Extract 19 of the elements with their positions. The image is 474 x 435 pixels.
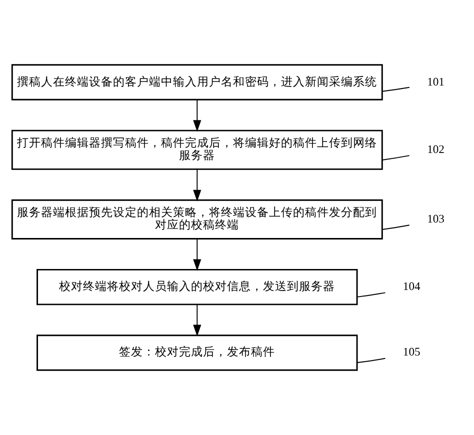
arrow: [193, 238, 202, 271]
node-box: 签发：校对完成后，发布稿件: [36, 334, 358, 371]
arrow: [193, 168, 202, 202]
node-box: 校对终端将校对人员输入的校对信息，发送到服务器: [36, 268, 358, 306]
node-box: 撰稿人在终端设备的客户端中输入用户名和密码，进入新闻采编系统: [11, 64, 383, 100]
node-text: 102: [427, 142, 444, 156]
node-text: 104: [402, 280, 420, 294]
node-box: 打开稿件编辑器撰写稿件，稿件完成后，将编辑好的稿件上传到网络服务器: [11, 130, 383, 170]
connector: [382, 86, 410, 92]
arrow: [193, 99, 202, 132]
connector: [356, 358, 386, 364]
node-text: 103: [427, 212, 444, 226]
node-text: 105: [402, 346, 420, 359]
connector: [382, 224, 410, 230]
connector: [356, 292, 386, 298]
arrow: [193, 304, 202, 336]
node-text: 101: [427, 75, 444, 88]
node-box: 服务器端根据预先设定的相关策略，将终端设备上传的稿件发分配到对应的校稿终端: [11, 199, 383, 240]
connector: [382, 155, 410, 160]
